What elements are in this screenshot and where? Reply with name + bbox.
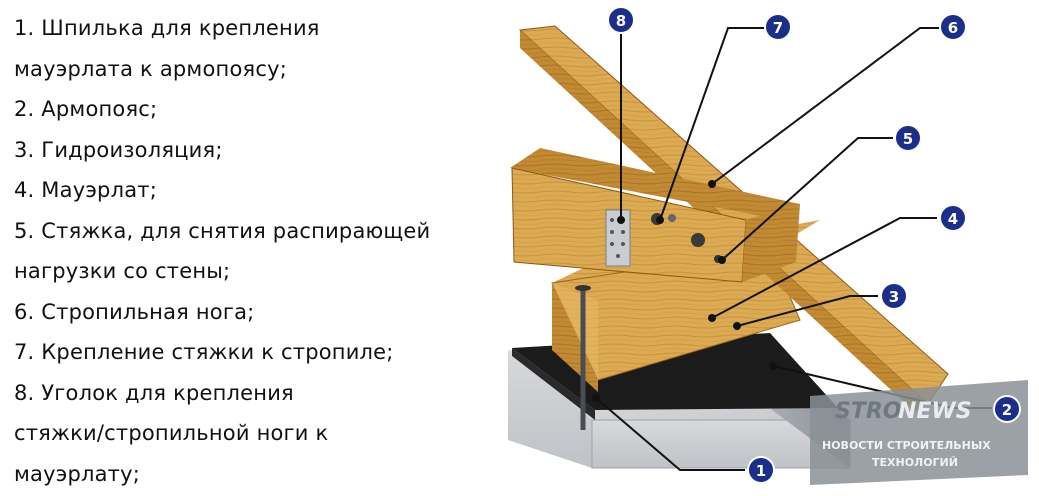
legend-item-6: 6. Стропильная нога; <box>14 299 255 324</box>
legend-list: 1. Шпилька для крепления мауэрлата к арм… <box>14 8 504 494</box>
legend-item-8-line-3: мауэрлату; <box>14 461 141 486</box>
legend-item-8-line-1: 8. Уголок для крепления <box>14 380 294 405</box>
leader-dots <box>592 180 777 402</box>
tie-strap-board <box>510 148 800 283</box>
leader-7 <box>659 27 765 221</box>
callout-8: 8 <box>607 6 635 34</box>
bolt-icon <box>668 214 676 222</box>
anchor-stud <box>575 285 591 430</box>
legend-item-5-line-1: 5. Стяжка, для снятия распирающей <box>14 218 431 243</box>
legend-item-1-line-1: 1. Шпилька для крепления <box>14 16 320 40</box>
bolt-icon <box>691 233 705 247</box>
callout-5: 5 <box>894 124 922 152</box>
svg-text:2: 2 <box>1002 401 1012 419</box>
svg-text:6: 6 <box>948 19 958 37</box>
watermark-line-1: НОВОСТИ СТРОИТЕЛЬНЫХ <box>822 439 991 452</box>
watermark: STRO NEWS НОВОСТИ СТРОИТЕЛЬНЫХ ТЕХНОЛОГИ… <box>810 380 1028 485</box>
legend-item-7: 7. Крепление стяжки к стропиле; <box>14 340 394 364</box>
watermark-line-2: ТЕХНОЛОГИЙ <box>872 456 958 469</box>
watermark-brand-1: STRO <box>835 399 902 424</box>
legend-item-3: 3. Гидроизоляция; <box>14 137 223 162</box>
callout-4: 4 <box>939 204 967 232</box>
svg-text:3: 3 <box>889 288 899 306</box>
leader-6 <box>711 27 940 185</box>
watermark-brand-2: NEWS <box>898 399 972 424</box>
callout-3: 3 <box>880 282 908 310</box>
leader-1 <box>595 397 745 471</box>
legend-item-5-line-2: нагрузки со стены; <box>14 259 231 283</box>
svg-text:5: 5 <box>903 130 913 148</box>
legend-item-1-line-2: мауэрлата к армопоясу; <box>14 56 287 81</box>
callout-2: 2 <box>993 395 1021 423</box>
svg-text:1: 1 <box>756 462 766 480</box>
svg-text:4: 4 <box>948 210 958 228</box>
callout-6: 6 <box>939 13 967 41</box>
svg-text:8: 8 <box>616 12 626 30</box>
svg-text:7: 7 <box>773 19 783 37</box>
leader-3 <box>736 295 878 327</box>
leader-5 <box>721 137 893 261</box>
legend-item-8-line-2: стяжки/стропильной ноги к <box>14 421 329 445</box>
legend-item-2: 2. Армопояс; <box>14 97 158 121</box>
legend-item-4: 4. Мауэрлат; <box>14 178 157 202</box>
leader-4 <box>711 217 937 319</box>
callout-1: 1 <box>747 456 775 484</box>
callout-7: 7 <box>764 13 792 41</box>
